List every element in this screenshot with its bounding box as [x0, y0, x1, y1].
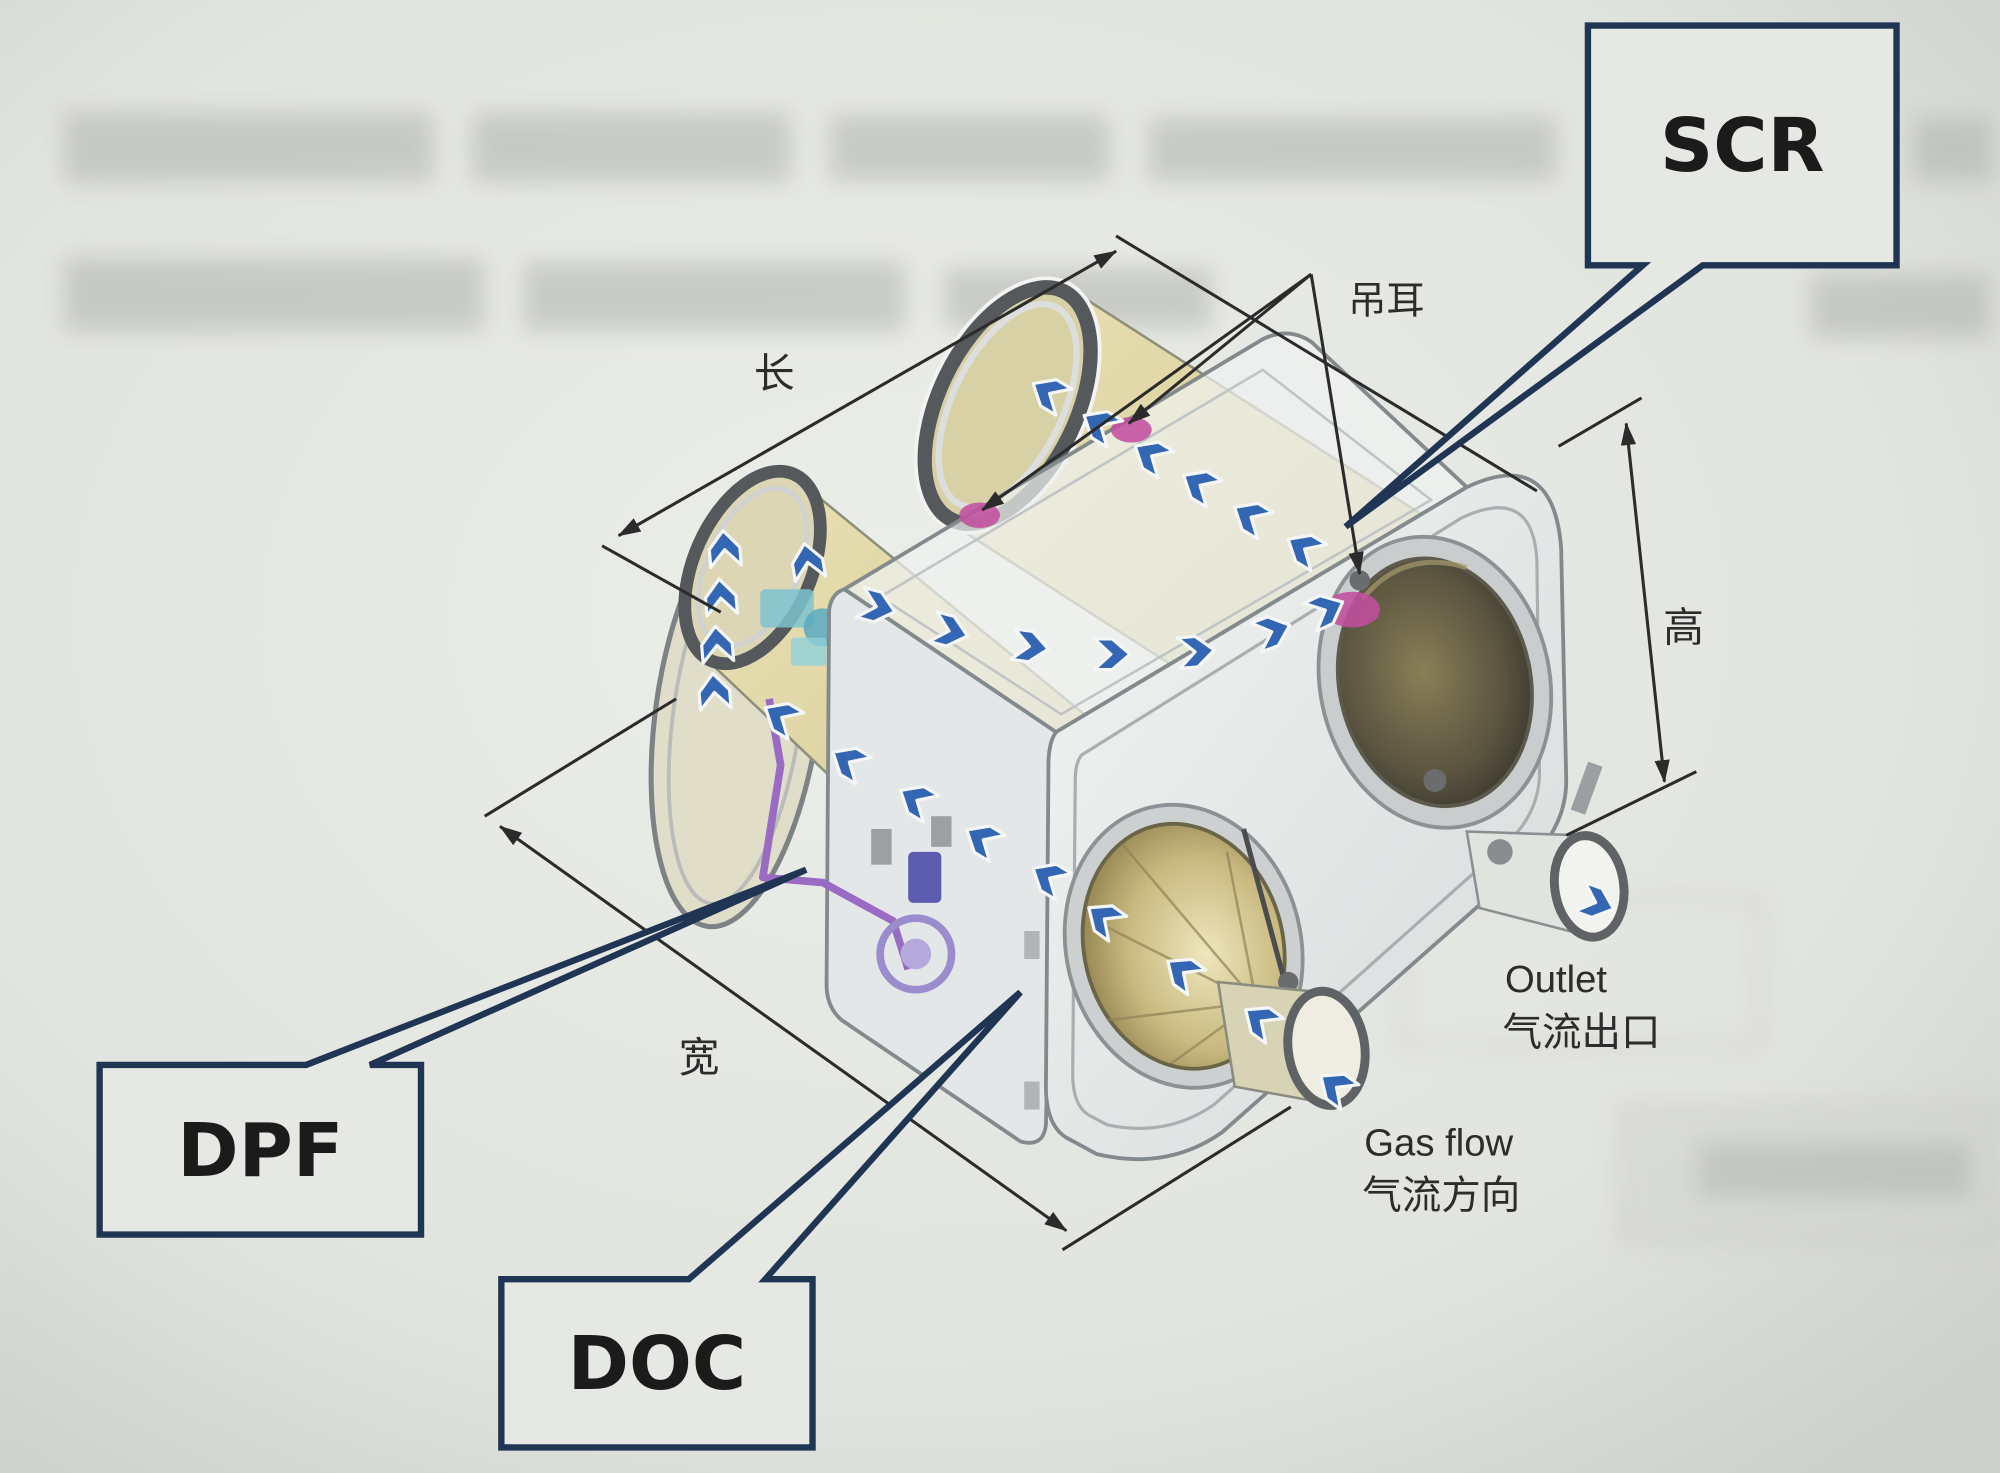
dpf-callout-box: [96, 866, 808, 1238]
width-dimension-line: [499, 825, 1068, 1232]
lug-pointer: [981, 272, 1313, 512]
dosing-coil-core: [900, 938, 932, 970]
height-label: 高: [1663, 604, 1704, 650]
dpf-callout-label: DPF: [177, 1108, 343, 1194]
sensor-cluster: [760, 589, 814, 628]
doc-callout-box: [498, 989, 1023, 1451]
width-extension-line: [483, 697, 677, 818]
blurred-block: [1147, 117, 1557, 182]
inlet-label-en: Gas flow: [1364, 1121, 1513, 1164]
left-face-port: [931, 816, 952, 847]
box-top-face: [840, 331, 1470, 735]
front-face-tab: [1024, 1081, 1040, 1110]
outlet-sensor: [1570, 761, 1603, 815]
scr-callout-label: SCR: [1660, 103, 1824, 189]
scr-outlet-highlight: [1360, 559, 1468, 601]
length-dimension-line: [617, 249, 1118, 537]
doc-callout: DOC: [498, 989, 1023, 1451]
dosing-valve: [908, 851, 942, 903]
blurred-block: [1913, 117, 1993, 182]
blurred-block: [63, 112, 434, 183]
length-extension-line: [601, 544, 722, 614]
lifting-lug-eye: [1349, 570, 1370, 591]
doc-sensor-rod: [1241, 828, 1291, 996]
outlet-label-zh: 气流出口: [1503, 1011, 1661, 1055]
doc-sensor-bolt: [1278, 971, 1299, 993]
blurred-block: [63, 257, 485, 332]
front-face-tab: [1024, 930, 1040, 960]
cone-line: [1121, 843, 1258, 1004]
length-label: 长: [754, 351, 795, 397]
lifting-lug-label: 吊耳: [1348, 280, 1425, 323]
scr-outlet-bolt: [1423, 769, 1447, 792]
blurred-block: [523, 261, 906, 332]
scr-outlet-chamber: [1335, 556, 1534, 809]
lug-pointer: [1127, 273, 1313, 425]
lifting-lug: [959, 502, 1000, 528]
cone-line: [1225, 851, 1258, 1003]
blurred-block: [472, 112, 791, 183]
scr-callout: SCR: [1343, 22, 1900, 530]
height-extension-line: [1557, 396, 1643, 448]
blurred-block: [1811, 274, 1990, 338]
height-extension-line: [1565, 770, 1698, 837]
width-label: 宽: [679, 1034, 720, 1080]
outlet-label-en: Outlet: [1505, 958, 1607, 1001]
blurred-block: [829, 114, 1110, 182]
outlet-pipe-fitting: [1487, 839, 1513, 865]
left-face-port: [871, 828, 892, 865]
height-dimension-line: [1620, 422, 1670, 784]
faint-box-text: [1696, 1141, 1971, 1199]
width-extension-line: [1061, 1105, 1292, 1252]
annotation-labels: 长 宽 高 吊耳 Outlet 气流出口 Gas flow 气流方向: [679, 280, 1704, 1218]
inlet-label-zh: 气流方向: [1362, 1174, 1520, 1218]
doc-callout-label: DOC: [568, 1321, 747, 1407]
sensor-cluster-block: [790, 637, 827, 666]
scr-callout-box: [1343, 22, 1900, 530]
dpf-callout: DPF: [96, 866, 808, 1238]
